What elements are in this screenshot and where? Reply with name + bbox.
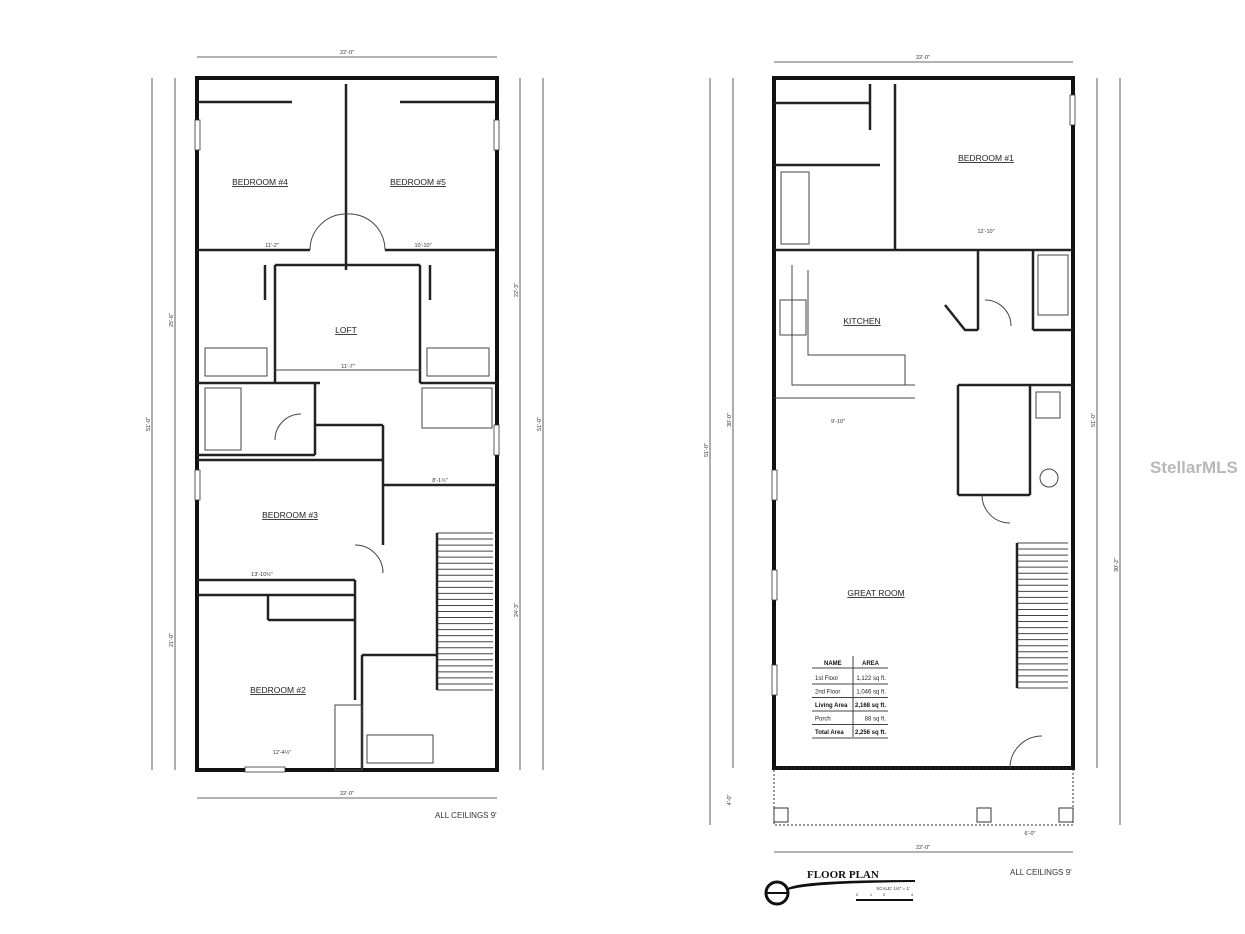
dimension: 51'-0" bbox=[704, 443, 710, 457]
ceiling-note: ALL CEILINGS 9' bbox=[435, 811, 497, 820]
dimension: 11'-2" bbox=[265, 243, 279, 249]
table-cell-name: 1st Floor bbox=[815, 676, 838, 682]
room-label: BEDROOM #4 bbox=[232, 177, 288, 187]
room-label: LOFT bbox=[335, 325, 357, 335]
table-cell-area: 88 sq ft. bbox=[865, 717, 887, 723]
ceiling-note: ALL CEILINGS 9' bbox=[1010, 868, 1072, 877]
scale-label: SCALE: 1/4" = 1' bbox=[876, 886, 910, 891]
upper-floor-plan bbox=[151, 56, 544, 799]
dimension: 51'-0" bbox=[146, 417, 152, 431]
dimension: 25'-6" bbox=[169, 313, 175, 327]
dimension: 21'-0" bbox=[169, 633, 175, 647]
table-header: AREA bbox=[862, 661, 880, 667]
room-label: BEDROOM #5 bbox=[390, 177, 446, 187]
exterior-wall bbox=[772, 76, 1075, 770]
scale-tick: 2 bbox=[883, 892, 886, 897]
dimension: 51'-0" bbox=[1091, 413, 1097, 427]
dimension: 22'-0" bbox=[340, 50, 354, 56]
dimension: 12'-4½" bbox=[273, 749, 292, 756]
table-cell-area: 1,122 sq ft. bbox=[856, 676, 886, 682]
room-label: BEDROOM #1 bbox=[958, 153, 1014, 163]
dimension: 9'-10" bbox=[831, 419, 845, 425]
dimension: 6'-0" bbox=[1025, 831, 1036, 837]
room-label: KITCHEN bbox=[843, 316, 880, 326]
table-cell-area: 2,168 sq ft. bbox=[855, 703, 886, 709]
watermark: StellarMLS bbox=[1150, 458, 1238, 477]
dimension: 22'-3" bbox=[514, 283, 520, 297]
scale-tick: 4 bbox=[911, 892, 914, 897]
dimension: 12'-10" bbox=[977, 229, 994, 235]
table-cell-name: Porch bbox=[815, 717, 831, 723]
dimension: 13'-10½" bbox=[251, 571, 273, 578]
room-label: BEDROOM #2 bbox=[250, 685, 306, 695]
dimension: 22'-0" bbox=[340, 791, 354, 797]
scale-tick: 1 bbox=[870, 892, 873, 897]
stairs bbox=[1017, 542, 1068, 689]
dimension: 10'-10" bbox=[414, 243, 431, 249]
stairs bbox=[437, 532, 493, 691]
dimension: 11'-7" bbox=[341, 364, 355, 370]
dimension: 51'-0" bbox=[537, 417, 543, 431]
main-floor-plan bbox=[709, 61, 1121, 853]
dimension: 22'-0" bbox=[916, 845, 930, 851]
dimension: 30'-2" bbox=[1114, 558, 1120, 572]
table-header: NAME bbox=[824, 661, 842, 667]
room-label: GREAT ROOM bbox=[847, 588, 904, 598]
table-cell-area: 2,256 sq ft. bbox=[855, 730, 886, 736]
area-table: 1st Floor 1,122 sq ft. 2nd Floor 1,046 sq f… bbox=[812, 656, 888, 739]
scale-tick: 0 bbox=[856, 892, 859, 897]
title-block: FLOOR PLAN SCALE: 1/4" = 1' 0 1 2 4 bbox=[764, 869, 915, 906]
table-cell-name: 2nd Floor bbox=[815, 690, 840, 696]
room-label: BEDROOM #3 bbox=[262, 510, 318, 520]
drawing-title: FLOOR PLAN bbox=[807, 869, 879, 881]
table-cell-name: Total Area bbox=[815, 730, 844, 736]
dimension: 24'-3" bbox=[514, 603, 520, 617]
dimension: 8'-1½" bbox=[432, 477, 448, 484]
table-cell-name: Living Area bbox=[815, 703, 848, 709]
dimension: 4'-0" bbox=[727, 794, 733, 805]
table-cell-area: 1,046 sq ft. bbox=[856, 690, 886, 696]
dimension: 30'-0" bbox=[727, 413, 733, 427]
dimension: 22'-0" bbox=[916, 55, 930, 61]
